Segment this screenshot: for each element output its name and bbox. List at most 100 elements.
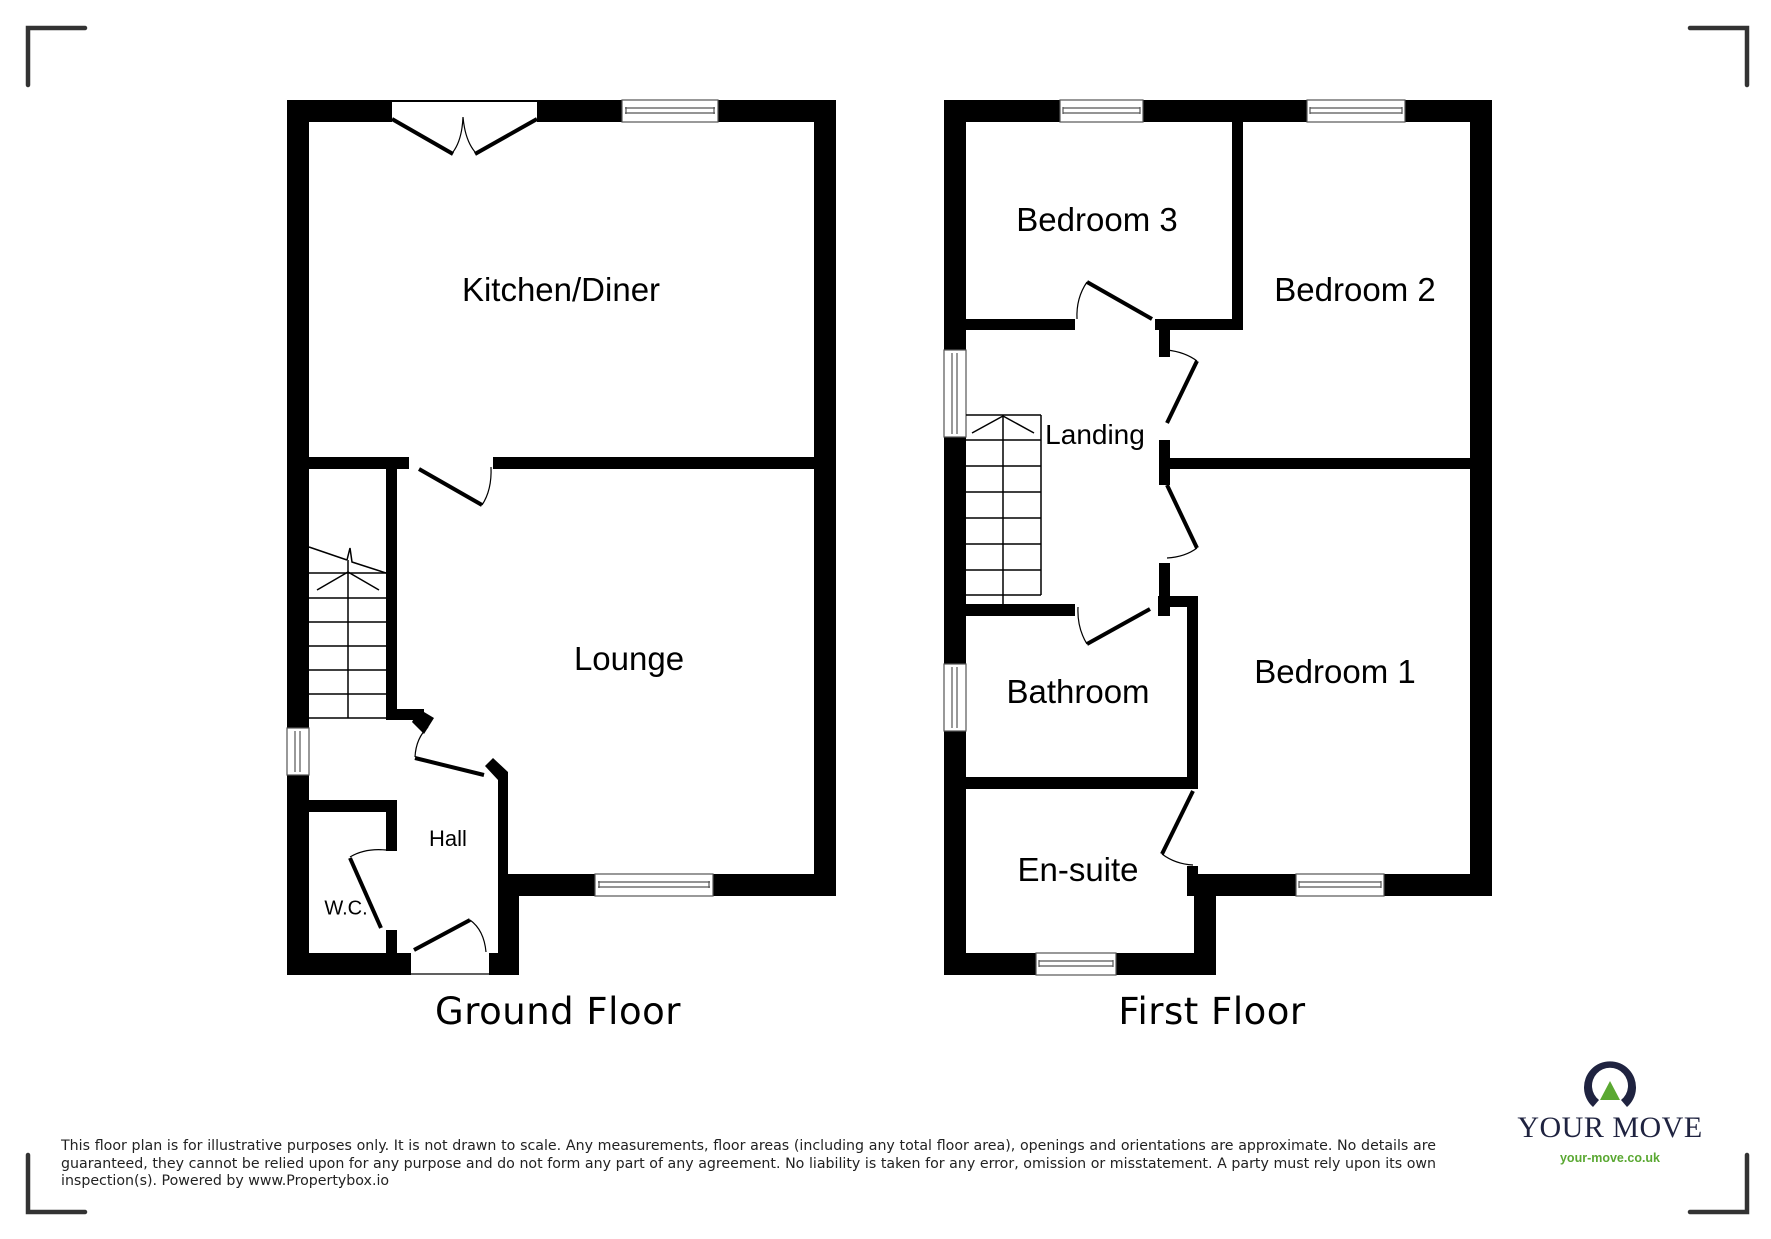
room-label-bedroom-1: Bedroom 1: [1254, 653, 1416, 690]
opening: [392, 100, 537, 102]
wall: [1470, 100, 1492, 896]
room-label-kitchen-diner: Kitchen/Diner: [461, 271, 661, 308]
door-leaf: [414, 756, 485, 777]
logo-url-link[interactable]: your-move.co.uk: [1559, 1151, 1661, 1165]
wall: [718, 100, 836, 122]
staircase: [308, 546, 387, 719]
wall: [1159, 563, 1170, 599]
first-floor-title: First Floor: [1118, 990, 1306, 1033]
first-floor-fixtures: [943, 99, 1406, 976]
logo-name: YOUR MOVE: [1517, 1111, 1703, 1144]
wall: [1187, 596, 1198, 789]
wall: [1194, 874, 1216, 975]
door-swing: [469, 919, 487, 953]
wall: [1116, 953, 1216, 975]
door-leaf: [1165, 484, 1199, 549]
wall: [1232, 122, 1243, 328]
wall: [386, 800, 397, 851]
room-label-bedroom-2: Bedroom 2: [1274, 271, 1436, 308]
wall: [485, 758, 508, 874]
window: [286, 727, 310, 776]
window: [1059, 99, 1144, 123]
wall: [537, 100, 622, 122]
wall: [386, 930, 397, 953]
wall: [309, 457, 409, 469]
door-swing: [414, 726, 429, 758]
corner-mark-top-left: [25, 25, 88, 88]
corner-mark-bottom-right: [1687, 1152, 1750, 1215]
wall: [1159, 319, 1170, 357]
door-swing: [1077, 606, 1088, 645]
door-swing: [1161, 853, 1194, 866]
wall: [1187, 866, 1198, 896]
wall: [493, 457, 814, 469]
wall: [713, 874, 836, 896]
disclaimer-text: This floor plan is for illustrative purp…: [61, 1138, 1436, 1189]
wall: [287, 100, 392, 122]
wall: [287, 953, 411, 975]
ground-floor-fixtures: [286, 99, 719, 975]
window: [943, 663, 967, 732]
window: [1035, 952, 1117, 976]
window: [1295, 873, 1385, 897]
room-label-landing: Landing: [1045, 419, 1145, 450]
window: [621, 99, 719, 123]
wall: [309, 800, 397, 812]
door-leaf: [1165, 360, 1199, 424]
room-label-hall: Hall: [429, 826, 467, 851]
wall: [1158, 596, 1198, 607]
wall: [386, 709, 424, 720]
door-swing: [1166, 349, 1198, 362]
door-leaf: [474, 117, 538, 156]
door-swing: [452, 116, 476, 153]
your-move-logo[interactable]: YOUR MOVE your-move.co.uk: [1510, 1055, 1710, 1165]
door-leaf: [1086, 607, 1151, 646]
staircase: [966, 414, 1042, 604]
wall: [966, 777, 1198, 789]
logo-mark-icon: [1584, 1061, 1636, 1107]
wall: [1155, 319, 1243, 330]
window: [594, 873, 714, 897]
wall: [944, 731, 966, 975]
corner-mark-top-right: [1687, 25, 1750, 88]
door-leaf: [1160, 790, 1195, 855]
wall: [287, 100, 309, 728]
door-leaf: [1086, 280, 1153, 321]
wall: [944, 100, 966, 350]
wall: [944, 100, 1060, 122]
door-swing: [1076, 281, 1088, 320]
wall: [1170, 458, 1470, 469]
wall: [386, 469, 397, 717]
wall: [814, 100, 836, 896]
wall: [412, 709, 434, 734]
wall: [1384, 874, 1492, 896]
wall: [1196, 874, 1296, 896]
window: [1306, 99, 1406, 123]
wall: [1143, 100, 1307, 122]
wall: [1159, 440, 1170, 485]
room-label-en-suite: En-suite: [1017, 851, 1139, 888]
corner-marks: [25, 25, 1750, 1215]
wall: [966, 319, 1075, 330]
room-label-wc: W.C.: [324, 897, 368, 920]
wall: [944, 437, 966, 664]
door-leaf: [348, 857, 383, 929]
door-leaf: [413, 918, 471, 952]
wall: [498, 874, 595, 896]
room-label-bathroom: Bathroom: [1006, 673, 1150, 710]
ground-floor-title: Ground Floor: [435, 990, 681, 1033]
ground-floor-plan: [287, 100, 836, 975]
corner-mark-bottom-left: [25, 1152, 88, 1215]
wall: [489, 953, 519, 975]
room-label-bedroom-3: Bedroom 3: [1016, 201, 1178, 238]
door-swing: [349, 849, 387, 858]
room-label-lounge: Lounge: [573, 640, 685, 677]
first-floor-plan: [944, 100, 1492, 975]
wall: [498, 874, 519, 975]
door-swing: [1166, 547, 1198, 559]
wall: [944, 953, 1036, 975]
wall: [287, 775, 309, 975]
window: [943, 349, 967, 438]
wall: [966, 604, 1075, 616]
